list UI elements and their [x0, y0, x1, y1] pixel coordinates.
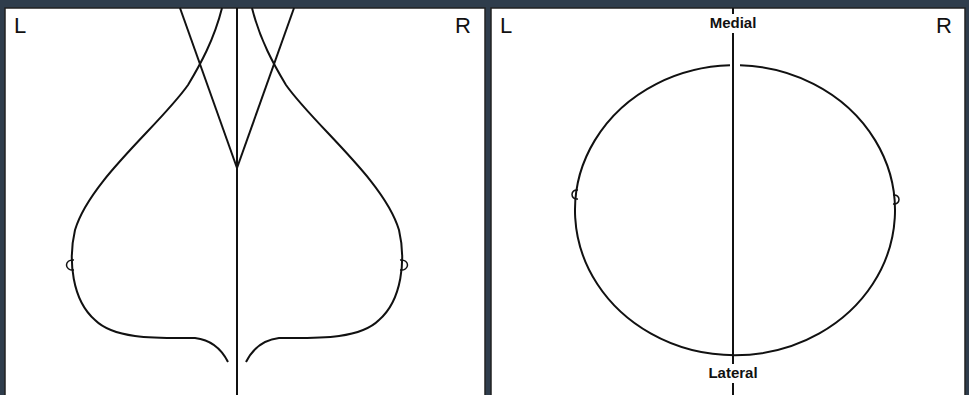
orientation-label: Lateral	[705, 364, 760, 383]
midline	[236, 8, 238, 395]
nipple	[400, 260, 408, 270]
right-breast-outline	[237, 8, 408, 362]
pectoral-line	[237, 8, 294, 168]
nipple	[893, 195, 899, 204]
pectoral-line	[180, 8, 237, 168]
side-marker: R	[936, 14, 952, 38]
side-marker: L	[500, 14, 512, 38]
side-marker: R	[455, 14, 471, 38]
midline	[732, 8, 734, 395]
right-panel	[491, 8, 965, 395]
orientation-label: Medial	[707, 14, 760, 33]
nipple	[572, 190, 578, 199]
left-breast-outline	[67, 8, 238, 362]
breast-contour	[246, 8, 402, 362]
left-panel	[5, 8, 485, 395]
side-marker: L	[14, 14, 26, 38]
breast-contour	[72, 8, 228, 362]
cc-breast-outline	[575, 65, 895, 355]
nipple	[67, 260, 75, 270]
